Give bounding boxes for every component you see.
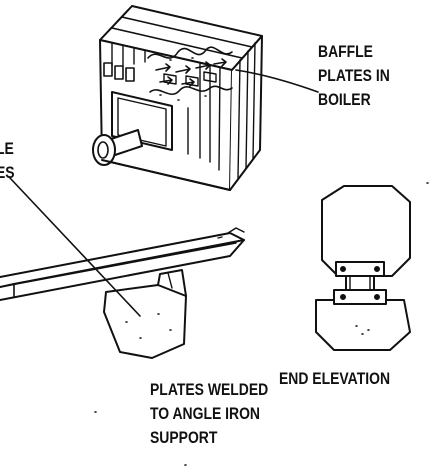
label-welded-line-1: PLATES WELDED	[150, 380, 269, 399]
welded-plate	[104, 270, 186, 358]
label-end-line-1: END ELEVATION	[279, 369, 391, 388]
label-baffle-line-2: PLATES IN	[318, 66, 390, 85]
label-cut-line-1: LE	[0, 139, 14, 158]
label-baffle-line-3: BOILER	[318, 90, 371, 109]
boiler	[93, 6, 262, 190]
end-elevation	[316, 186, 410, 350]
label-end-elevation: END ELEVATION	[279, 367, 390, 391]
label-cut-off: LE ES	[0, 137, 15, 185]
label-welded-line-2: TO ANGLE IRON	[150, 404, 260, 423]
angle-iron-support	[0, 228, 244, 300]
plate-leader-line	[10, 178, 140, 316]
label-baffle-plates: BAFFLE PLATES IN BOILER	[318, 40, 390, 112]
baffle-leader-line	[236, 70, 318, 92]
label-welded-line-3: SUPPORT	[150, 428, 218, 447]
label-cut-line-2: ES	[0, 163, 15, 182]
label-plates-welded: PLATES WELDED TO ANGLE IRON SUPPORT	[150, 378, 268, 450]
label-baffle-line-1: BAFFLE	[318, 42, 373, 61]
